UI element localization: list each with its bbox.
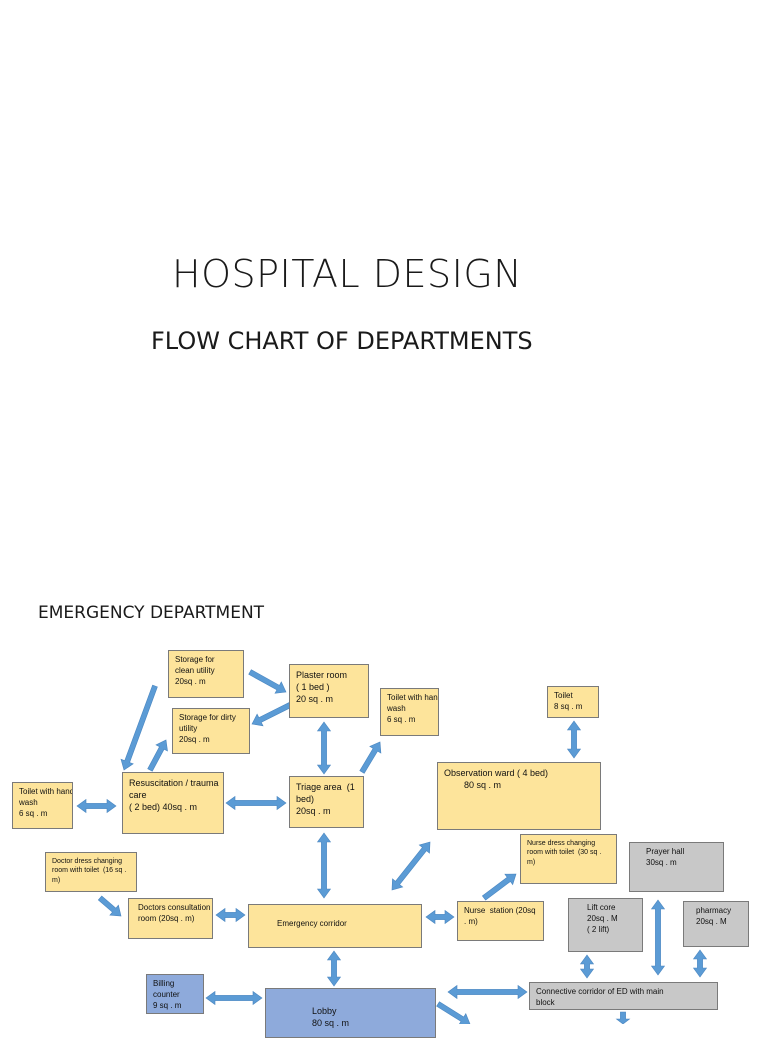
double-arrow	[316, 832, 332, 899]
box-text-line: Observation ward ( 4 bed)	[444, 768, 549, 778]
box-text-line: clean utility	[175, 665, 215, 675]
double-arrow	[566, 720, 582, 759]
box-text-line: 6 sq . m	[19, 808, 48, 818]
box-text-line: counter	[153, 989, 180, 999]
box-text-line: bed)	[296, 794, 315, 805]
box-text-line: 20 sq . m	[296, 694, 334, 705]
box-text-line: ( 2 lift)	[587, 924, 610, 934]
box-text-line: 80 sq . m	[444, 780, 502, 791]
box-text-line: Toilet with hand	[19, 787, 73, 796]
box-text-line: Doctor dress changing	[52, 858, 123, 865]
plaster-room-box: Plaster room ( 1 bed )20 sq . m	[289, 664, 369, 718]
arrow	[481, 873, 517, 901]
double-arrow	[316, 721, 332, 775]
box-text-line: 30sq . m	[646, 857, 677, 867]
box-text-line: m)	[52, 876, 61, 884]
resuscitation-trauma-box: Resuscitation / trauma care( 2 bed) 40sq …	[122, 772, 224, 834]
box-text-line: Plaster room	[296, 670, 348, 680]
arrow	[436, 1001, 471, 1024]
nurse-station-box: Nurse station (20sq. m)	[457, 901, 544, 941]
box-text-line: Emergency corridor	[277, 919, 347, 928]
box-text-line: Toilet with hand	[387, 693, 439, 702]
box-text-line: Billing	[153, 979, 175, 988]
box-text-line: 9 sq . m	[153, 1000, 182, 1010]
box-text-line: wash	[19, 797, 38, 807]
box-text-line: 20sq . M	[587, 913, 618, 923]
double-arrow	[76, 798, 117, 814]
box-text-line: ( 2 bed) 40sq . m	[129, 802, 198, 813]
page-subtitle: FLOW CHART OF DEPARTMENTS	[151, 327, 533, 355]
box-text-line: Storage for dirty	[179, 713, 236, 722]
arrow	[359, 741, 382, 774]
box-text-line: Toilet	[554, 691, 573, 700]
double-arrow	[425, 909, 455, 925]
double-arrow	[326, 950, 342, 987]
nurse-dress-changing-box: Nurse dress changing room with toilet (30…	[520, 834, 617, 884]
box-text-line: Triage area (1	[296, 782, 355, 792]
double-arrow	[205, 990, 263, 1006]
box-text-line: 80 sq . m	[312, 1018, 350, 1029]
emergency-corridor-box: Emergency corridor	[248, 904, 422, 948]
box-text-line: Storage for	[175, 655, 215, 664]
box-text-line: Doctors consultation	[138, 903, 211, 912]
box-text-line: wash	[387, 703, 406, 713]
arrow	[120, 684, 158, 771]
arrow	[248, 669, 287, 694]
double-arrow	[391, 841, 431, 891]
arrow	[615, 1011, 631, 1024]
box-text-line: Resuscitation / trauma	[129, 778, 219, 788]
box-text-line: 6 sq . m	[387, 714, 416, 724]
arrow-layer	[76, 669, 708, 1024]
box-text-line: 20sq . m	[179, 734, 210, 744]
box-text-line: Nurse station (20sq	[464, 906, 536, 915]
box-text-line: 20sq . m	[175, 676, 206, 686]
box-text-line: Lobby	[312, 1006, 337, 1016]
double-arrow	[447, 984, 528, 1000]
box-text-line: room with toilet (30 sq .	[527, 849, 602, 857]
observation-ward-box: Observation ward ( 4 bed) 80 sq . m	[437, 762, 601, 830]
arrow	[251, 702, 292, 727]
box-text-line: . m)	[464, 916, 478, 926]
box-text-line: pharmacy	[696, 906, 732, 915]
section-heading: EMERGENCY DEPARTMENT	[38, 603, 265, 623]
box-text-line: Lift core	[587, 903, 616, 912]
box-text-line: room (20sq . m)	[138, 913, 195, 923]
arrow	[147, 739, 168, 772]
box-text-line: ( 1 bed )	[296, 682, 330, 693]
double-arrow	[650, 899, 666, 976]
box-text-line: 8 sq . m	[554, 701, 583, 711]
arrow	[97, 895, 122, 917]
double-arrow	[225, 795, 287, 811]
double-arrow	[692, 949, 708, 978]
lobby-box: Lobby 80 sq . m	[265, 988, 436, 1038]
box-text-line: 20sq . m	[296, 806, 331, 817]
box-text-line: block	[536, 997, 555, 1007]
double-arrow	[215, 907, 246, 923]
triage-area-box: Triage area (1 bed)20sq . m	[289, 776, 364, 828]
box-text-line: m)	[527, 858, 536, 866]
box-text-line: Connective corridor of ED with main	[536, 987, 664, 996]
double-arrow	[579, 954, 595, 979]
page-title: HOSPITAL DESIGN	[172, 252, 523, 296]
box-text-line: Nurse dress changing	[527, 840, 596, 847]
doctor-dress-changing-box: Doctor dress changing room with toilet (1…	[45, 852, 137, 892]
box-text-line: utility	[179, 723, 198, 733]
box-text-line: Prayer hall	[646, 847, 685, 856]
box-text-line: care	[129, 790, 147, 801]
box-text-line: 20sq . M	[696, 916, 727, 926]
box-text-line: room with toilet (16 sq .	[52, 867, 127, 875]
